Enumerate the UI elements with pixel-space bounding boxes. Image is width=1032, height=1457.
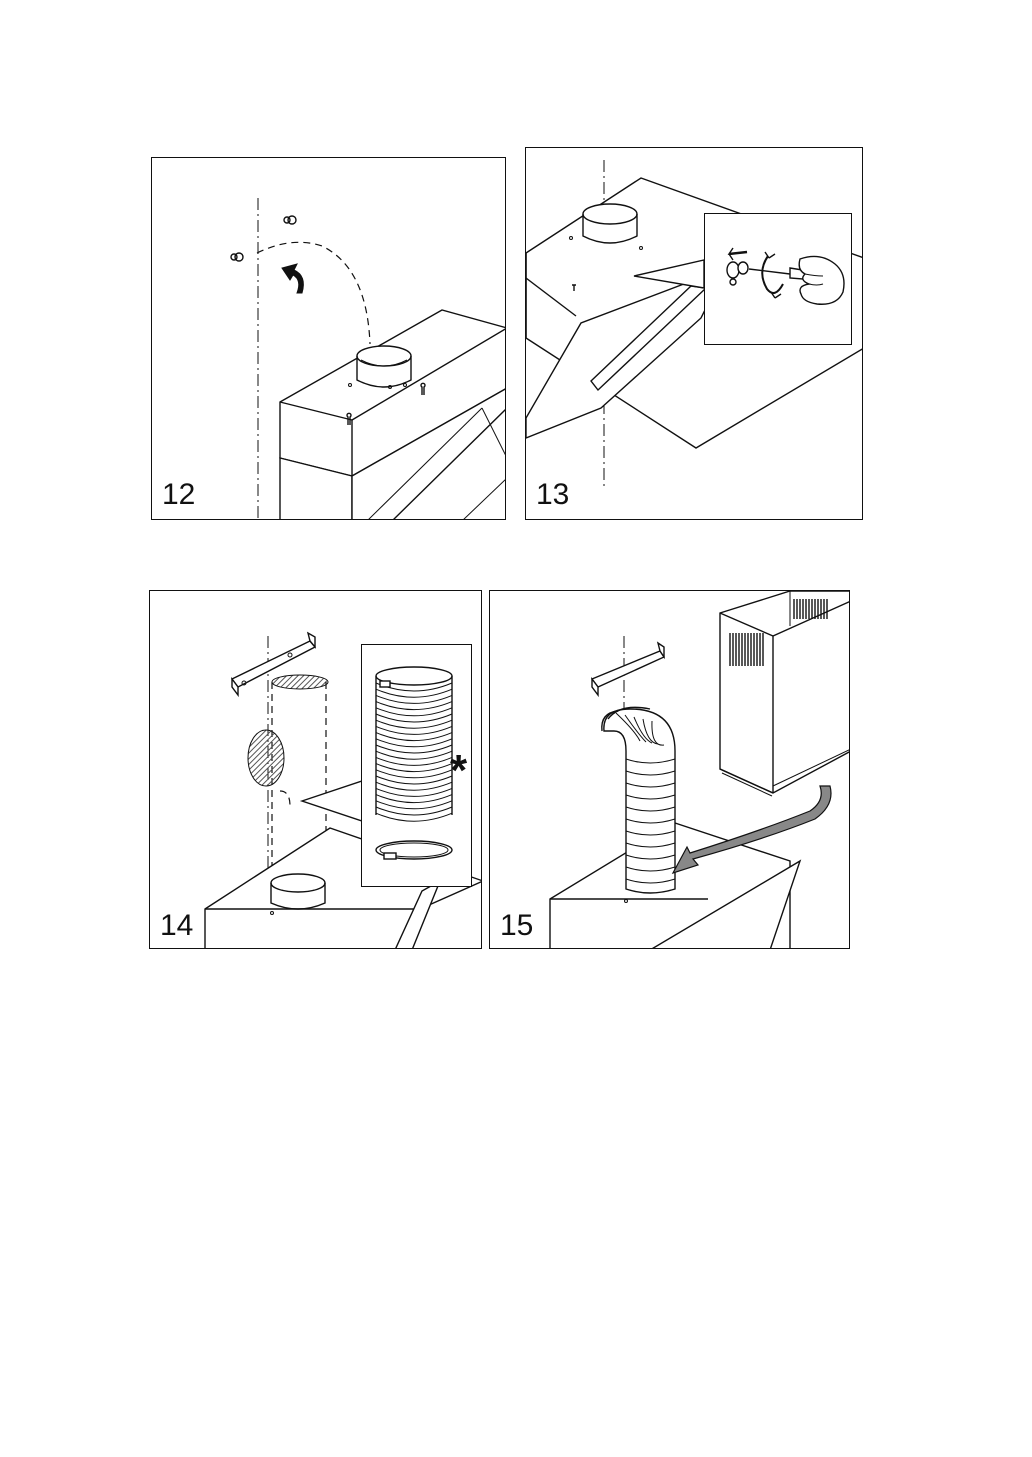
- duct-rib: [376, 689, 452, 697]
- step-15-illustration: [490, 591, 850, 949]
- chimney-cover: [720, 591, 850, 796]
- duct-rib: [376, 782, 452, 790]
- duct-rib: [376, 757, 452, 765]
- duct-rib: [376, 695, 452, 703]
- duct-rib: [376, 764, 452, 772]
- duct-rib: [376, 801, 452, 809]
- rotate-arrow-icon: [282, 264, 303, 293]
- duct-rib: [376, 702, 452, 710]
- hose-clamp-bottom: [376, 841, 452, 859]
- filter-disc-side: [248, 730, 284, 786]
- duct-rib: [376, 770, 452, 778]
- step-number: 12: [162, 480, 195, 510]
- hood-top: [280, 310, 506, 476]
- duct-rib: [376, 776, 452, 784]
- hose-clamp-top: [380, 681, 390, 687]
- duct-collar-top: [357, 346, 411, 366]
- step-12-illustration: [152, 158, 506, 520]
- screwdriver-detail-illustration: [705, 214, 853, 346]
- duct-rib: [376, 788, 452, 796]
- hand-icon: [799, 256, 844, 304]
- duct-rib: [376, 733, 452, 741]
- duct-collar-top: [583, 204, 637, 224]
- duct-collar-top: [271, 874, 325, 892]
- step-number: 13: [536, 480, 569, 510]
- wall-bracket: [592, 643, 664, 695]
- duct-rib: [376, 795, 452, 803]
- motion-path: [257, 242, 370, 344]
- duct-rib: [376, 726, 452, 734]
- filter-disc-top: [272, 675, 328, 689]
- screw-1: [284, 216, 296, 224]
- step-14-panel: * 14: [149, 590, 482, 949]
- step-12-panel: 12: [151, 157, 506, 520]
- duct-rib: [376, 807, 452, 815]
- detail-inset: [704, 213, 852, 345]
- duct-ribs: [376, 676, 452, 821]
- optional-accessory-marker: *: [450, 749, 467, 793]
- duct-rib: [376, 751, 452, 759]
- screw-icon: [727, 262, 748, 285]
- duct-rib: [376, 720, 452, 728]
- duct-rib: [376, 714, 452, 722]
- step-15-panel: 15: [489, 590, 850, 949]
- duct-rib: [376, 745, 452, 753]
- step-number: 15: [500, 911, 533, 941]
- rotate-icon: [762, 252, 783, 298]
- duct-rib: [376, 813, 452, 821]
- duct-rib: [376, 708, 452, 716]
- duct-rib: [376, 739, 452, 747]
- step-13-panel: 13: [525, 147, 863, 520]
- step-number: 14: [160, 911, 193, 941]
- screw-2: [231, 253, 243, 261]
